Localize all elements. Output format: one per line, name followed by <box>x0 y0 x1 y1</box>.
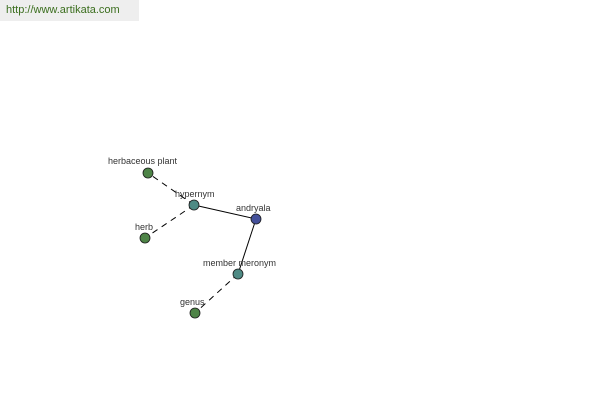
edge-hypernym-herbaceous_plant <box>147 172 195 206</box>
node-circle[interactable] <box>142 167 154 179</box>
graph-edges <box>144 172 257 314</box>
edge-member_meronym-genus <box>194 273 239 314</box>
node-circle[interactable] <box>250 213 262 225</box>
node-genus[interactable]: genus <box>180 297 205 319</box>
edge-andryala-member_meronym <box>237 218 257 275</box>
node-hypernym[interactable]: hypernym <box>175 189 215 211</box>
node-label[interactable]: member meronym <box>203 258 276 268</box>
node-andryala[interactable]: andryala <box>236 203 271 225</box>
node-circle[interactable] <box>188 199 200 211</box>
node-label[interactable]: hypernym <box>175 189 215 199</box>
edge-andryala-hypernym <box>193 204 257 220</box>
node-circle[interactable] <box>189 307 201 319</box>
graph-nodes: andryala hypernym member meronym herbaceous… <box>108 156 276 319</box>
site-url-link[interactable]: http://www.artikata.com <box>6 4 120 16</box>
edge-hypernym-herb <box>144 204 195 239</box>
node-herbaceous-plant[interactable]: herbaceous plant <box>108 156 178 179</box>
node-member-meronym[interactable]: member meronym <box>203 258 276 280</box>
url-banner: http://www.artikata.com <box>0 0 139 21</box>
node-herb[interactable]: herb <box>135 222 153 244</box>
node-circle[interactable] <box>232 268 244 280</box>
node-circle[interactable] <box>139 232 151 244</box>
node-label[interactable]: herb <box>135 222 153 232</box>
node-label[interactable]: herbaceous plant <box>108 156 178 166</box>
node-label[interactable]: genus <box>180 297 205 307</box>
node-label[interactable]: andryala <box>236 203 271 213</box>
